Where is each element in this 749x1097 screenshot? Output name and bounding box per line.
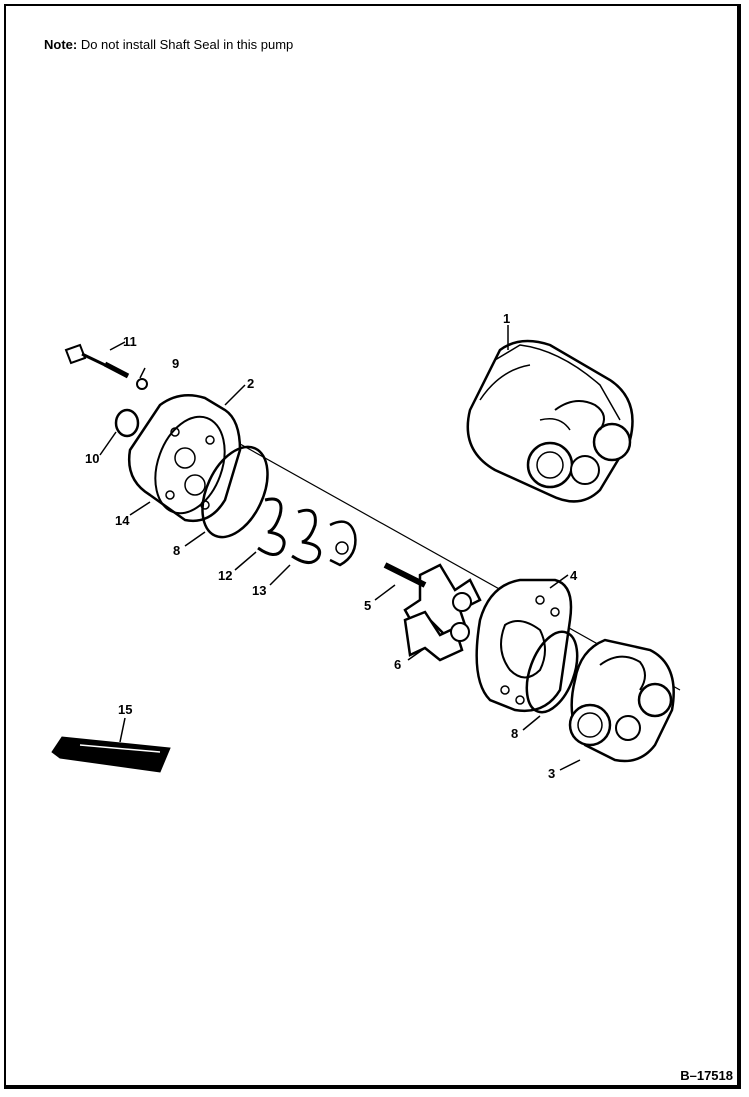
callout-13: 13 bbox=[252, 583, 266, 598]
washer bbox=[136, 378, 148, 390]
figure-id: B–17518 bbox=[680, 1068, 733, 1083]
callout-3: 3 bbox=[548, 766, 555, 781]
bolt bbox=[64, 343, 130, 379]
o-ring-front bbox=[201, 445, 269, 539]
callout-8-rear: 8 bbox=[511, 726, 518, 741]
callout-11: 11 bbox=[123, 334, 137, 349]
wear-plate bbox=[329, 520, 357, 567]
rear-cover bbox=[568, 638, 675, 763]
diagram-frame: Note: Do not install Shaft Seal in this … bbox=[4, 4, 741, 1089]
note-text: Note: Do not install Shaft Seal in this … bbox=[44, 37, 293, 52]
note-label: Note: bbox=[44, 37, 78, 52]
note-body: Do not install Shaft Seal in this pump bbox=[77, 37, 294, 52]
callout-5: 5 bbox=[364, 598, 371, 613]
small-o-ring bbox=[114, 408, 140, 438]
gear-housing bbox=[475, 578, 573, 713]
seal-12 bbox=[257, 497, 286, 556]
shim-tag bbox=[51, 736, 171, 773]
callout-15: 15 bbox=[118, 702, 132, 717]
assembled-pump bbox=[466, 339, 634, 503]
callout-9: 9 bbox=[172, 356, 179, 371]
callout-14: 14 bbox=[115, 513, 130, 528]
callout-8-front: 8 bbox=[173, 543, 180, 558]
callout-10: 10 bbox=[85, 451, 99, 466]
callout-12: 12 bbox=[218, 568, 232, 583]
callout-1: 1 bbox=[503, 311, 510, 326]
driven-gear bbox=[403, 610, 470, 662]
seal-13 bbox=[291, 508, 322, 564]
front-plate bbox=[127, 393, 242, 523]
o-ring-rear bbox=[525, 630, 579, 714]
callout-6: 6 bbox=[394, 657, 401, 672]
callout-2: 2 bbox=[247, 376, 254, 391]
callout-4: 4 bbox=[570, 568, 578, 583]
